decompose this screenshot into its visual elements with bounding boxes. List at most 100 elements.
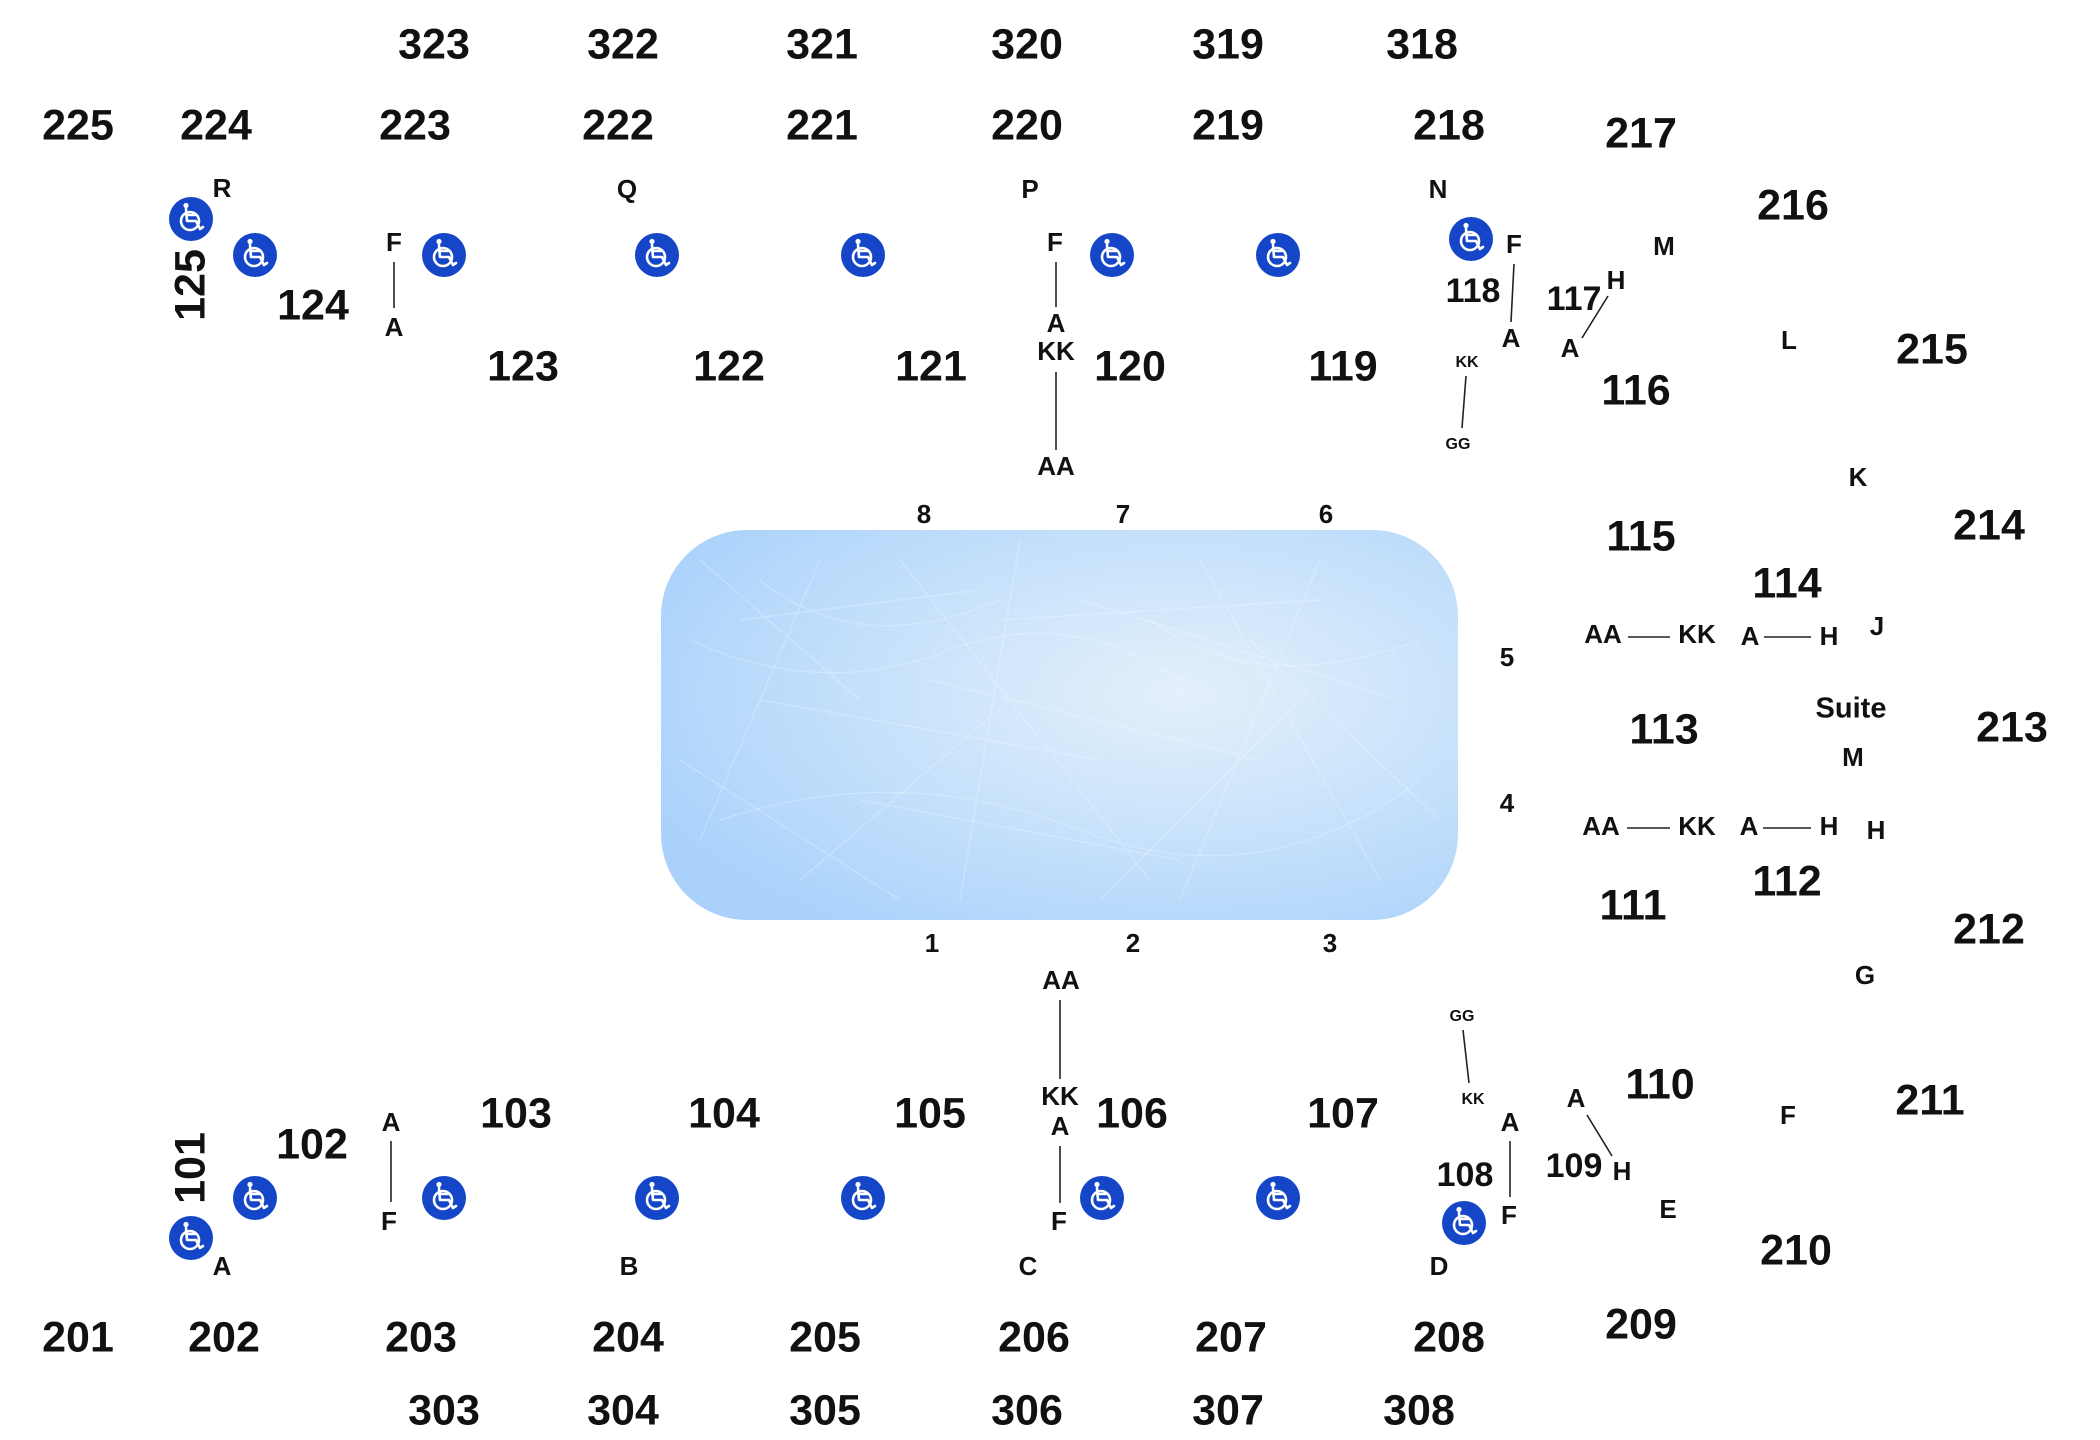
section-213[interactable]: 213 (1976, 703, 2048, 751)
section-319[interactable]: 319 (1192, 20, 1264, 68)
row-label-AA: AA (1042, 965, 1080, 995)
row-label-H: H (1820, 621, 1839, 651)
row-label-H: H (1613, 1156, 1632, 1186)
section-119[interactable]: 119 (1308, 342, 1377, 390)
section-318[interactable]: 318 (1386, 20, 1458, 68)
ice-texture (679, 539, 1441, 901)
section-118[interactable]: 118 (1446, 272, 1501, 310)
section-105[interactable]: 105 (894, 1089, 966, 1137)
wheelchair-icon[interactable] (635, 233, 679, 277)
section-225[interactable]: 225 (42, 101, 114, 149)
section-112[interactable]: 112 (1752, 857, 1821, 905)
section-214[interactable]: 214 (1953, 501, 2025, 549)
wheelchair-icon[interactable] (841, 233, 885, 277)
section-206[interactable]: 206 (998, 1313, 1070, 1361)
section-101[interactable]: 101 (166, 1132, 214, 1204)
section-108[interactable]: 108 (1437, 1156, 1494, 1194)
row-label-AA: AA (1037, 451, 1075, 481)
section-201[interactable]: 201 (42, 1313, 114, 1361)
wheelchair-icon[interactable] (841, 1176, 885, 1220)
row-connector (1461, 375, 1467, 429)
section-322[interactable]: 322 (587, 20, 659, 68)
section-205[interactable]: 205 (789, 1313, 861, 1361)
section-123[interactable]: 123 (487, 342, 559, 390)
section-114[interactable]: 114 (1752, 559, 1821, 607)
section-305[interactable]: 305 (789, 1386, 861, 1434)
section-208[interactable]: 208 (1413, 1313, 1485, 1361)
section-121[interactable]: 121 (895, 342, 967, 390)
row-label-N: N (1429, 174, 1448, 204)
row-label-AA: AA (1582, 811, 1620, 841)
section-125[interactable]: 125 (166, 249, 214, 321)
section-107[interactable]: 107 (1307, 1089, 1379, 1137)
section-211[interactable]: 211 (1895, 1076, 1964, 1124)
section-110[interactable]: 110 (1625, 1060, 1694, 1108)
row-label-R: R (213, 173, 232, 203)
section-217[interactable]: 217 (1605, 109, 1677, 157)
row-label-A: A (1047, 308, 1066, 338)
section-102[interactable]: 102 (276, 1120, 348, 1168)
gate-7: 7 (1116, 499, 1130, 529)
wheelchair-icon[interactable] (1449, 217, 1493, 261)
row-label-F: F (1501, 1200, 1517, 1230)
section-207[interactable]: 207 (1195, 1313, 1267, 1361)
section-306[interactable]: 306 (991, 1386, 1063, 1434)
section-116[interactable]: 116 (1601, 366, 1670, 414)
section-202[interactable]: 202 (188, 1313, 260, 1361)
section-111[interactable]: 111 (1600, 881, 1667, 929)
wheelchair-icon[interactable] (1080, 1176, 1124, 1220)
section-204[interactable]: 204 (592, 1313, 664, 1361)
section-308[interactable]: 308 (1383, 1386, 1455, 1434)
section-223[interactable]: 223 (379, 101, 451, 149)
section-122[interactable]: 122 (693, 342, 765, 390)
wheelchair-icon[interactable] (169, 197, 213, 241)
section-109[interactable]: 109 (1546, 1147, 1603, 1185)
section-124[interactable]: 124 (277, 281, 349, 329)
section-210[interactable]: 210 (1760, 1226, 1832, 1274)
section-218[interactable]: 218 (1413, 101, 1485, 149)
wheelchair-icon[interactable] (1256, 1176, 1300, 1220)
row-label-F: F (1780, 1100, 1796, 1130)
row-label-M: M (1653, 231, 1675, 261)
wheelchair-icon[interactable] (1090, 233, 1134, 277)
section-303[interactable]: 303 (408, 1386, 480, 1434)
section-220[interactable]: 220 (991, 101, 1063, 149)
wheelchair-icon[interactable] (233, 1176, 277, 1220)
row-label-A: A (1501, 1107, 1520, 1137)
row-labels-north: R Q P N F A F A KK AA F A KK GG H A M L … (213, 173, 1887, 845)
section-215[interactable]: 215 (1896, 325, 1968, 373)
section-219[interactable]: 219 (1192, 101, 1264, 149)
section-120[interactable]: 120 (1094, 342, 1166, 390)
wheelchair-icon[interactable] (1256, 233, 1300, 277)
section-320[interactable]: 320 (991, 20, 1063, 68)
section-222[interactable]: 222 (582, 101, 654, 149)
wheelchair-icon[interactable] (233, 233, 277, 277)
section-104[interactable]: 104 (688, 1089, 760, 1137)
section-224[interactable]: 224 (180, 101, 252, 149)
section-103[interactable]: 103 (480, 1089, 552, 1137)
row-label-A: A (1740, 811, 1759, 841)
section-307[interactable]: 307 (1192, 1386, 1264, 1434)
section-304[interactable]: 304 (587, 1386, 659, 1434)
wheelchair-icon[interactable] (1442, 1201, 1486, 1245)
section-115[interactable]: 115 (1606, 512, 1675, 560)
section-209[interactable]: 209 (1605, 1300, 1677, 1348)
row-label-A: A (385, 312, 404, 342)
gate-8: 8 (917, 499, 931, 529)
section-212[interactable]: 212 (1953, 905, 2025, 953)
section-321[interactable]: 321 (786, 20, 858, 68)
section-113[interactable]: 113 (1629, 705, 1698, 753)
wheelchair-icon[interactable] (422, 1176, 466, 1220)
section-216[interactable]: 216 (1757, 181, 1829, 229)
row-label-A: A (1567, 1083, 1586, 1113)
section-221[interactable]: 221 (786, 101, 858, 149)
section-323[interactable]: 323 (398, 20, 470, 68)
section-203[interactable]: 203 (385, 1313, 457, 1361)
section-117[interactable]: 117 (1547, 280, 1602, 318)
section-106[interactable]: 106 (1096, 1089, 1168, 1137)
wheelchair-icon[interactable] (422, 233, 466, 277)
row-label-GG: GG (1450, 1008, 1475, 1025)
wheelchair-icon[interactable] (635, 1176, 679, 1220)
wheelchair-icon[interactable] (169, 1216, 213, 1260)
row-label-P: P (1021, 174, 1038, 204)
